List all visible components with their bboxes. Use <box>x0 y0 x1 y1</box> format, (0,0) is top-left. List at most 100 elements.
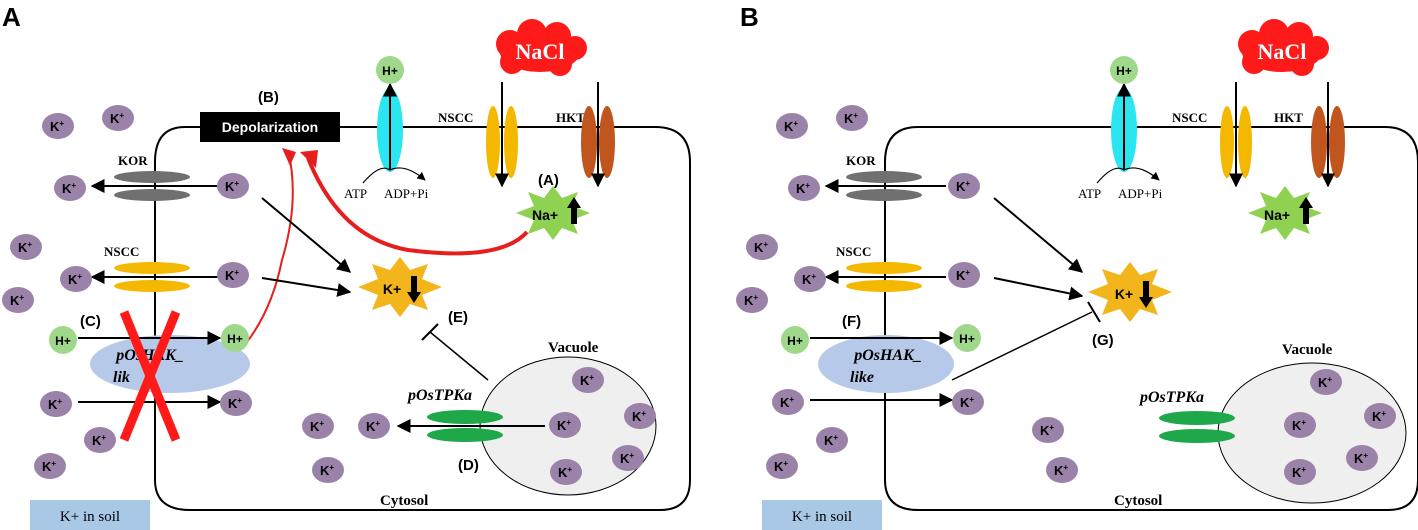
svg-text:K+: K+ <box>225 268 239 283</box>
k-ion: K+ <box>836 105 868 131</box>
kor-channel-top <box>114 171 190 183</box>
svg-text:K+: K+ <box>557 418 571 433</box>
k-ion: K+ <box>34 453 66 479</box>
k-ion-label: K <box>228 396 238 411</box>
k-ion-sup: + <box>965 179 970 188</box>
label-b: (B) <box>258 89 279 106</box>
k-ion-sup: + <box>1049 423 1054 432</box>
k-ion-label: K <box>92 433 102 448</box>
k-ion-label: K <box>310 419 320 434</box>
hkt-right <box>1329 106 1345 178</box>
k-ion-label: K <box>225 179 235 194</box>
hak-label-2: like <box>850 369 874 386</box>
k-ion-label: K <box>796 181 806 196</box>
na-to-depolarization-arrow <box>306 157 529 256</box>
k-ion: K+ <box>794 266 826 292</box>
h-ion-label: H+ <box>787 334 803 348</box>
vacuole-label: Vacuole <box>548 340 599 356</box>
h-ion <box>1110 56 1138 84</box>
svg-text:K+: K+ <box>780 395 794 410</box>
hak-transporter <box>818 335 954 393</box>
svg-text:K+: K+ <box>754 240 768 255</box>
soil-label: K+ in soil <box>792 509 852 525</box>
label-e: (E) <box>448 309 468 326</box>
tpk-channel-top <box>1159 411 1235 425</box>
k-ion-label: K <box>50 119 60 134</box>
k-ion-label: K <box>960 395 970 410</box>
k-ion-label: K <box>558 465 568 480</box>
label-g: (G) <box>1092 332 1114 349</box>
k-ion-sup: + <box>805 181 810 190</box>
svg-text:K+: K+ <box>632 409 646 424</box>
k-ion: K+ <box>612 445 644 471</box>
k-ion: K+ <box>1284 459 1316 485</box>
svg-text:K+: K+ <box>1054 463 1068 478</box>
k-ion-label: K <box>62 181 72 196</box>
k-decrease-star <box>1088 262 1172 322</box>
k-ion-list-a: K+ K+ K+ K+ K+ K+ K+ K+ K+ K+ K+ K+ K+ K… <box>2 105 656 485</box>
k-ion-sup: + <box>763 240 768 249</box>
nscc-left-top <box>846 262 922 274</box>
k-ion-sup: + <box>71 181 76 190</box>
k-ion-label: K <box>42 459 52 474</box>
nscc-top-left <box>1220 106 1234 178</box>
k-ion-label: K <box>744 293 754 308</box>
k-ion-sup: + <box>319 419 324 428</box>
nscc-left-label: NSCC <box>836 244 871 259</box>
h-ion-label: H+ <box>55 334 71 348</box>
k-ion: K+ <box>624 403 656 429</box>
nscc-top-label: NSCC <box>1172 110 1207 125</box>
k-ion: K+ <box>358 413 390 439</box>
k-ion-label: K <box>18 240 28 255</box>
k-ion-sup: + <box>629 451 634 460</box>
k-ion: K+ <box>220 390 252 416</box>
nscc-top-label: NSCC <box>438 110 473 125</box>
k-ion: K+ <box>948 262 980 288</box>
label-f: (F) <box>842 313 861 330</box>
k-ion: K+ <box>776 113 808 139</box>
k-ion-label: K <box>780 395 790 410</box>
svg-text:K+: K+ <box>1318 375 1332 390</box>
k-ion-sup: + <box>234 268 239 277</box>
k-ion-sup: + <box>833 433 838 442</box>
k-ion-sup: + <box>789 395 794 404</box>
soil-box <box>30 500 150 530</box>
nscc-left-label: NSCC <box>104 244 139 259</box>
atp-label: ATP <box>344 186 367 201</box>
blocked-x-icon <box>119 310 181 442</box>
k-ion: K+ <box>2 287 34 313</box>
k-ion-sup: + <box>237 396 242 405</box>
svg-text:K+: K+ <box>580 373 594 388</box>
k-ion: K+ <box>572 367 604 393</box>
k-ion-label: K <box>824 433 834 448</box>
cytosol-label: Cytosol <box>380 493 428 509</box>
soil-label: K+ in soil <box>60 509 120 525</box>
na-label: Na+ <box>1264 207 1290 223</box>
k-ion-label: K <box>620 451 630 466</box>
k-ion: K+ <box>84 427 116 453</box>
depolarization-box <box>200 112 340 142</box>
k-ion-label: K <box>1054 463 1064 478</box>
svg-text:K+: K+ <box>18 240 32 255</box>
h-ion-label: H+ <box>959 332 975 346</box>
nacl-label: NaCl <box>516 39 565 64</box>
k-ion-label: K <box>580 373 590 388</box>
cell-membrane <box>154 126 691 511</box>
label-d: (D) <box>458 457 479 474</box>
k-ion-label: K <box>802 272 812 287</box>
k-ion-sup: + <box>589 373 594 382</box>
k-down-label: K+ <box>1115 286 1133 302</box>
svg-text:K+: K+ <box>824 433 838 448</box>
k-ion-label: K <box>557 418 567 433</box>
k-ion: K+ <box>952 389 984 415</box>
svg-text:K+: K+ <box>228 396 242 411</box>
svg-text:K+: K+ <box>42 459 56 474</box>
hak-label-2: lik <box>113 369 130 386</box>
down-arrow-icon <box>407 276 421 303</box>
kor-label: KOR <box>846 153 876 168</box>
k-ion-label: K <box>1040 423 1050 438</box>
kor-channel-top <box>846 171 922 183</box>
h-ion <box>376 56 404 84</box>
k-ion-label: K <box>754 240 764 255</box>
